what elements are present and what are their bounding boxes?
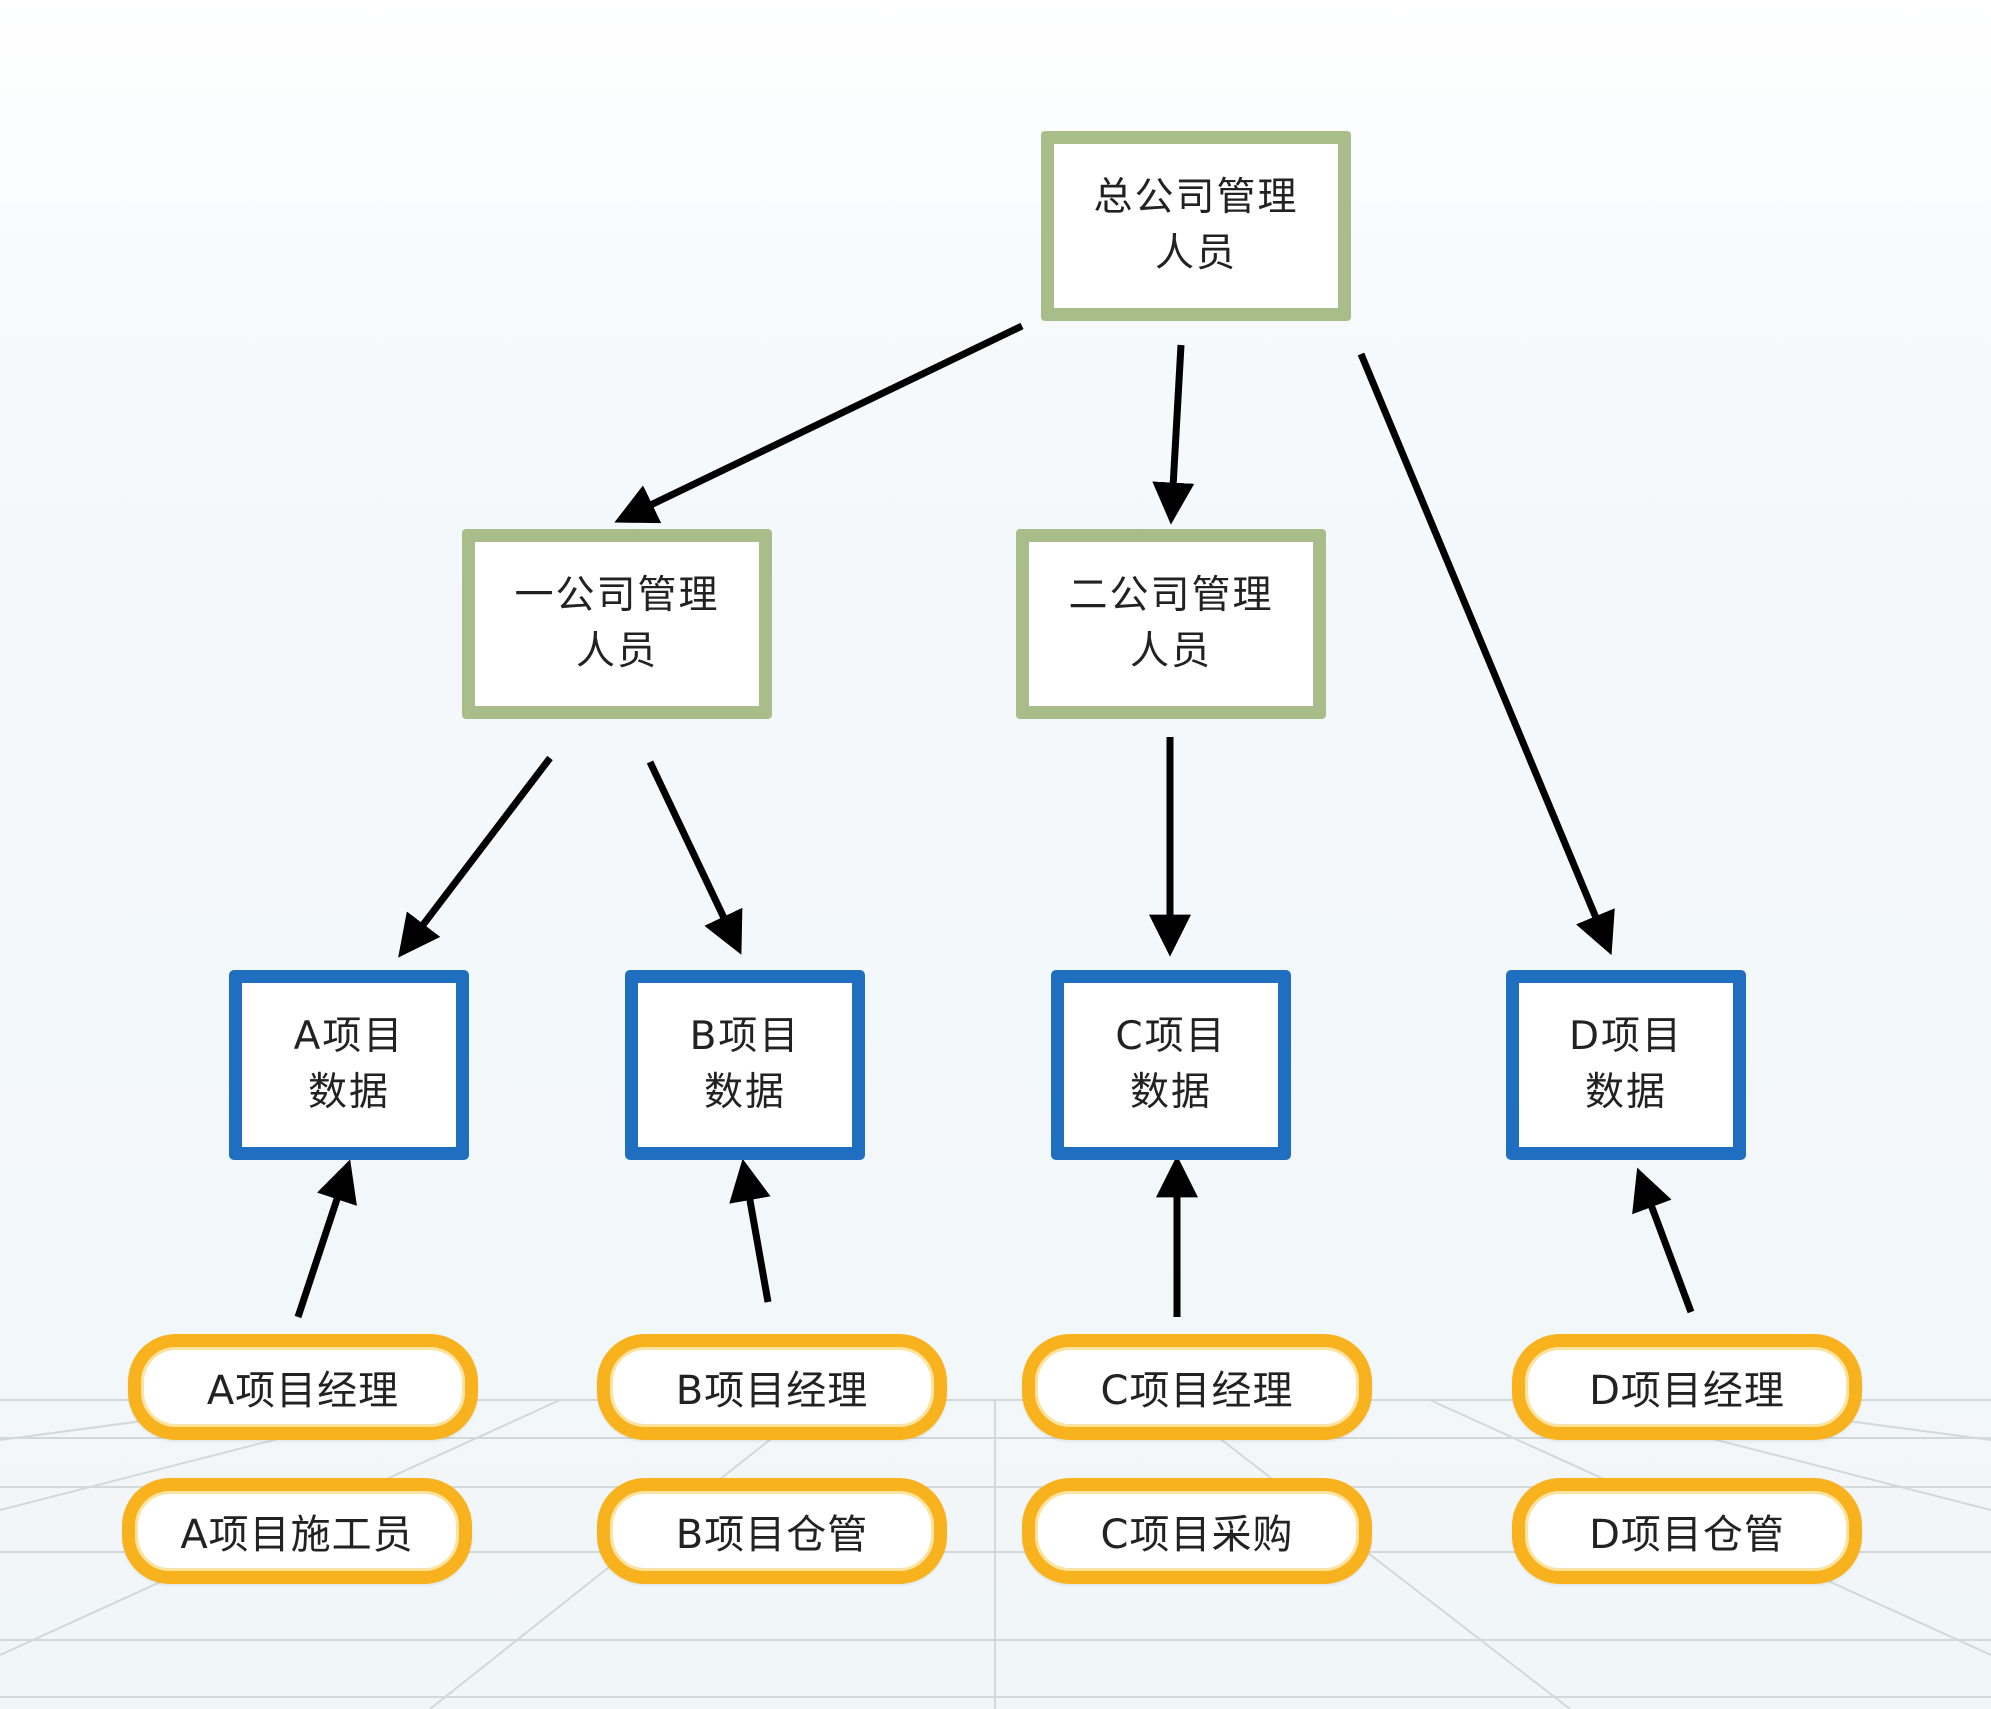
staff-project-c-purchasing: C项目采购	[1022, 1478, 1372, 1584]
node-project-b-label: B项目数据	[689, 1014, 801, 1115]
staff-project-b-manager: B项目经理	[597, 1334, 947, 1440]
staff-project-a-builder-label: A项目施工员	[180, 1512, 414, 1558]
staff-project-d-manager: D项目经理	[1512, 1334, 1862, 1440]
staff-project-b-manager-label: B项目经理	[675, 1368, 869, 1414]
node-project-d-label: D项目数据	[1568, 1014, 1684, 1115]
staff-project-b-warehouse: B项目仓管	[597, 1478, 947, 1584]
staff-project-c-manager-label: C项目经理	[1100, 1368, 1294, 1414]
node-project-c-data: C项目数据	[1051, 970, 1291, 1160]
node-hq-management: 总公司管理人员	[1041, 131, 1351, 321]
arrow-hq-to-company1	[614, 322, 1024, 524]
staff-project-a-builder: A项目施工员	[122, 1478, 472, 1584]
node-company1-management: 一公司管理人员	[462, 529, 772, 719]
arrow-company1-to-projA	[398, 755, 553, 958]
staff-project-c-purchasing-label: C项目采购	[1100, 1512, 1294, 1558]
node-project-a-data: A项目数据	[229, 970, 469, 1160]
node-company2-label: 二公司管理人员	[1068, 573, 1274, 674]
staff-project-a-manager-label: A项目经理	[206, 1368, 400, 1414]
arrow-hq-to-projD	[1357, 352, 1615, 956]
staff-project-d-warehouse-label: D项目仓管	[1589, 1512, 1785, 1558]
staff-project-b-warehouse-label: B项目仓管	[675, 1512, 869, 1558]
node-project-a-label: A项目数据	[293, 1014, 405, 1115]
staff-project-d-manager-label: D项目经理	[1589, 1368, 1785, 1414]
arrow-hq-to-company2	[1152, 344, 1195, 525]
arrow-staffB-to-projB	[729, 1158, 772, 1303]
node-project-c-label: C项目数据	[1115, 1014, 1227, 1115]
staff-project-c-manager: C项目经理	[1022, 1334, 1372, 1440]
arrow-company1-to-projB	[646, 760, 743, 955]
node-project-d-data: D项目数据	[1506, 970, 1746, 1160]
node-project-b-data: B项目数据	[625, 970, 865, 1160]
arrow-staffA-to-projA	[294, 1159, 357, 1319]
staff-project-d-warehouse: D项目仓管	[1512, 1478, 1862, 1584]
arrow-staffD-to-projD	[1632, 1167, 1695, 1314]
node-company2-management: 二公司管理人员	[1016, 529, 1326, 719]
node-company1-label: 一公司管理人员	[514, 573, 720, 674]
staff-project-a-manager: A项目经理	[128, 1334, 478, 1440]
node-hq-label: 总公司管理人员	[1093, 175, 1299, 276]
